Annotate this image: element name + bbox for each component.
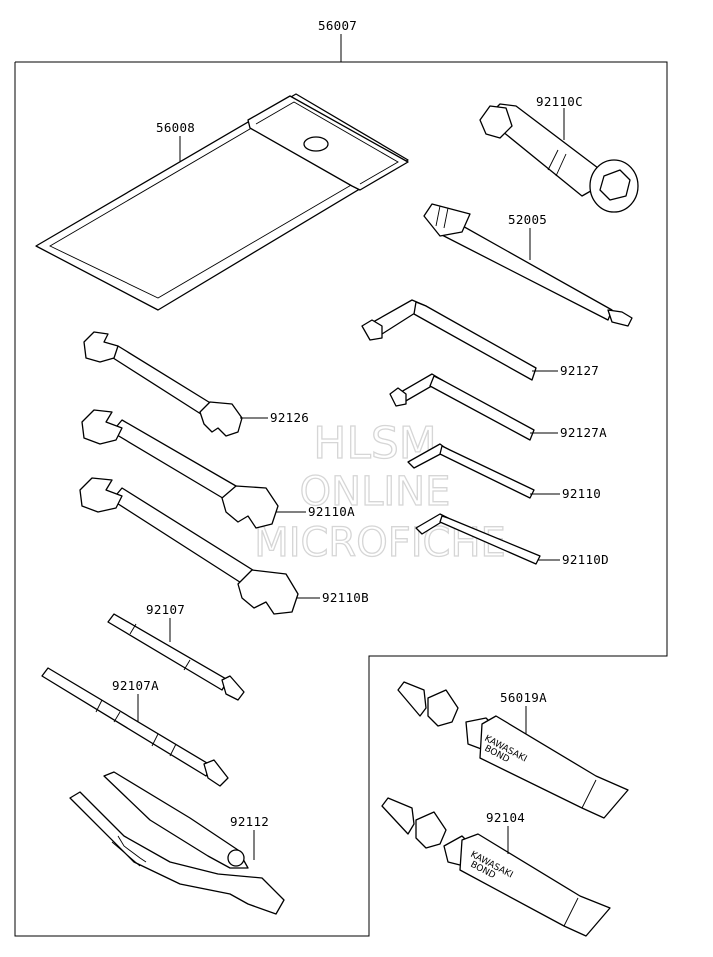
part-92126-open-wrench[interactable]: 92126 xyxy=(83,331,309,437)
watermark-line-2: ONLINE xyxy=(300,469,451,515)
part-92110C-box-wrench[interactable]: 92110C xyxy=(479,94,639,213)
part-92110-hex-key[interactable]: 92110 xyxy=(407,443,601,501)
part-number-52005: 52005 xyxy=(508,212,547,227)
part-92104-bond-tube[interactable]: KAWASAKI BOND 92104 xyxy=(381,797,611,937)
part-92110A-open-wrench[interactable]: 92110A xyxy=(81,409,355,529)
assembly-frame: 56007 xyxy=(14,18,668,937)
part-number-56008: 56008 xyxy=(156,120,195,135)
part-92112-pliers[interactable]: 92112 xyxy=(69,771,285,915)
part-number-92107A: 92107A xyxy=(112,678,159,693)
part-number-92127: 92127 xyxy=(560,363,599,378)
part-number-92110B: 92110B xyxy=(322,590,369,605)
assembly-number: 56007 xyxy=(318,18,357,33)
part-number-92110C: 92110C xyxy=(536,94,583,109)
part-number-92110A: 92110A xyxy=(308,504,355,519)
part-92110B-open-wrench[interactable]: 92110B xyxy=(79,477,369,615)
part-number-92104: 92104 xyxy=(486,810,525,825)
part-number-56019A: 56019A xyxy=(500,690,547,705)
part-56008-tool-pouch[interactable]: 56008 xyxy=(35,93,409,311)
part-number-92127A: 92127A xyxy=(560,425,607,440)
part-92107A-screwdriver[interactable]: 92107A xyxy=(41,667,229,787)
part-92127-hex-key[interactable]: 92127 xyxy=(361,299,599,381)
part-number-92110: 92110 xyxy=(562,486,601,501)
part-56019A-bond-tube[interactable]: KAWASAKI BOND 56019A xyxy=(397,681,629,819)
part-52005-handle-bar[interactable]: 52005 xyxy=(423,203,633,327)
watermark: HLSM ONLINE MICROFICHE xyxy=(254,417,507,566)
part-number-92126: 92126 xyxy=(270,410,309,425)
part-number-92107: 92107 xyxy=(146,602,185,617)
part-92127A-hex-key[interactable]: 92127A xyxy=(389,373,607,441)
part-number-92112: 92112 xyxy=(230,814,269,829)
part-92107-screwdriver[interactable]: 92107 xyxy=(107,602,245,701)
part-number-92110D: 92110D xyxy=(562,552,609,567)
part-92110D-hex-key[interactable]: 92110D xyxy=(415,513,609,567)
